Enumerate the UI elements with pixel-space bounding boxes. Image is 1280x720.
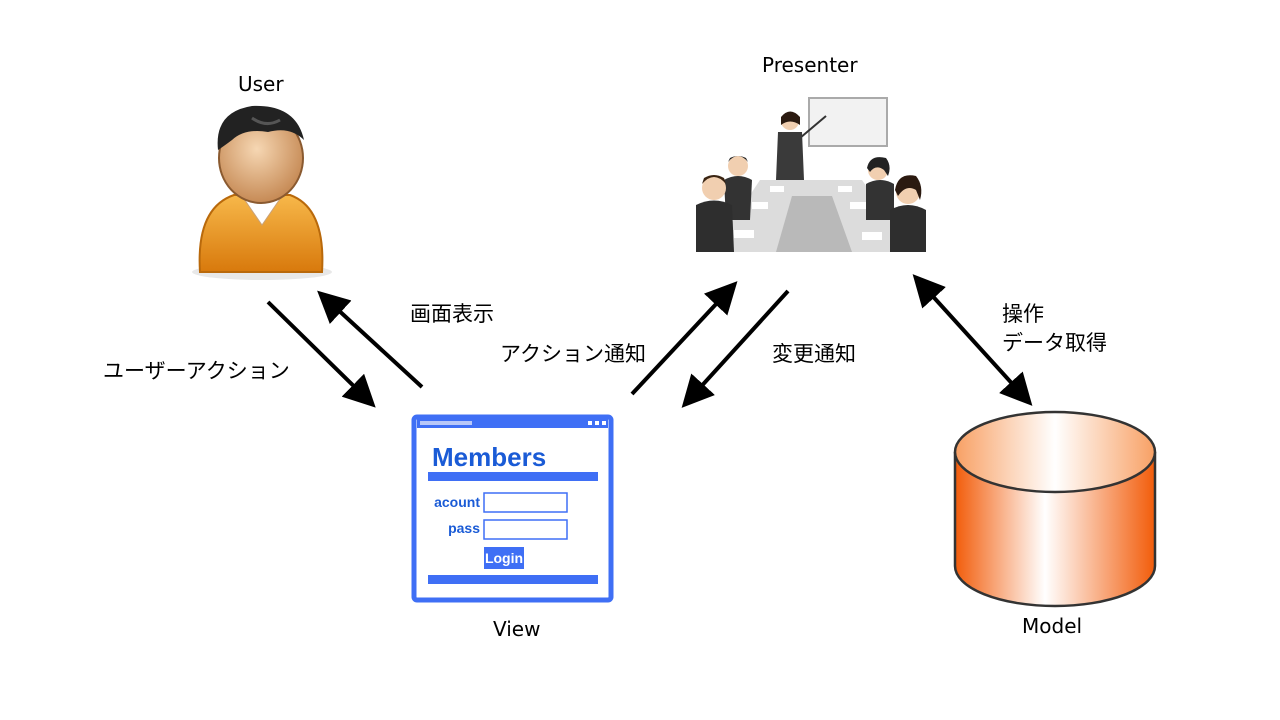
model-label: Model bbox=[1022, 614, 1083, 638]
edge-label-action-notify: アクション通知 bbox=[500, 342, 646, 366]
arrow-view-to-user bbox=[317, 290, 424, 389]
database-cylinder-icon bbox=[953, 410, 1157, 608]
user-label: User bbox=[238, 72, 284, 96]
arrow-presenter-model-bidirectional bbox=[912, 274, 1033, 406]
login-form-window-icon: Members acount pass Login bbox=[411, 414, 614, 603]
view-login-button: Login bbox=[485, 550, 523, 566]
arrow-view-to-presenter bbox=[630, 281, 738, 396]
meeting-presentation-icon bbox=[696, 97, 926, 252]
edge-label-change-notify: 変更通知 bbox=[772, 342, 856, 366]
presenter-label: Presenter bbox=[762, 53, 858, 77]
edge-label-screen-display: 画面表示 bbox=[410, 302, 494, 326]
edge-label-data-fetch: データ取得 bbox=[1002, 331, 1107, 355]
view-label: View bbox=[493, 617, 541, 641]
view-account-label: acount bbox=[434, 494, 480, 510]
view-pass-label: pass bbox=[448, 520, 480, 536]
edge-label-user-action: ユーザーアクション bbox=[103, 359, 290, 383]
arrow-user-to-view bbox=[266, 300, 376, 408]
user-avatar-icon bbox=[192, 105, 332, 280]
arrow-presenter-to-view bbox=[681, 289, 790, 408]
edge-label-operation: 操作 bbox=[1002, 302, 1044, 326]
view-members-title: Members bbox=[432, 442, 546, 472]
